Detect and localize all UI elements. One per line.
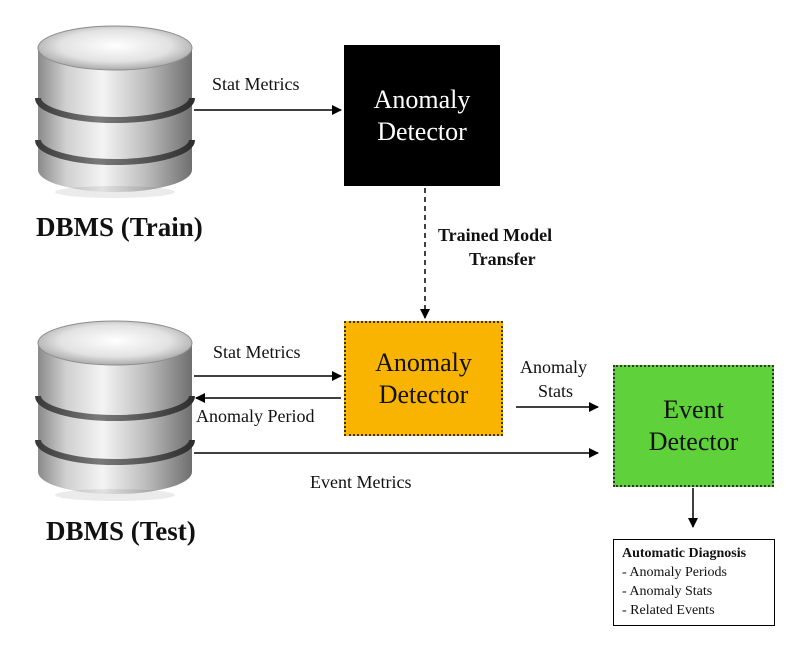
diagnosis-item: - Anomaly Stats [622, 584, 713, 599]
diagnosis-item: - Related Events [622, 603, 715, 618]
diagnosis-item: - Anomaly Periods [622, 565, 727, 580]
transfer-label-line1: Trained Model [438, 225, 553, 245]
database-train-icon [35, 25, 195, 198]
train-detector-line1: Anomaly [373, 84, 471, 114]
transfer-label-line2: Transfer [469, 249, 536, 269]
db-train-label: DBMS (Train) [36, 212, 203, 242]
automatic-diagnosis-box: Automatic Diagnosis - Anomaly Periods - … [613, 539, 775, 626]
event-metrics-label: Event Metrics [310, 472, 412, 492]
anomaly-stats-label-line1: Anomaly [520, 357, 587, 377]
train-stat-metrics-label: Stat Metrics [212, 74, 300, 94]
test-stat-metrics-label: Stat Metrics [213, 342, 301, 362]
event-detector-box: Event Detector [613, 365, 774, 487]
train-detector-line2: Detector [377, 116, 467, 146]
anomaly-period-label: Anomaly Period [196, 406, 315, 426]
test-anomaly-detector-box: Anomaly Detector [344, 321, 503, 436]
db-test-label: DBMS (Test) [46, 516, 196, 546]
test-detector-line2: Detector [378, 379, 469, 409]
event-detector-line2: Detector [648, 427, 739, 456]
anomaly-stats-label-line2: Stats [538, 381, 574, 401]
database-test-icon [35, 320, 195, 501]
event-detector-line1: Event [663, 395, 724, 424]
train-anomaly-detector-box: Anomaly Detector [344, 45, 500, 186]
diagnosis-title: Automatic Diagnosis [622, 546, 747, 561]
test-detector-line1: Anomaly [375, 347, 472, 377]
